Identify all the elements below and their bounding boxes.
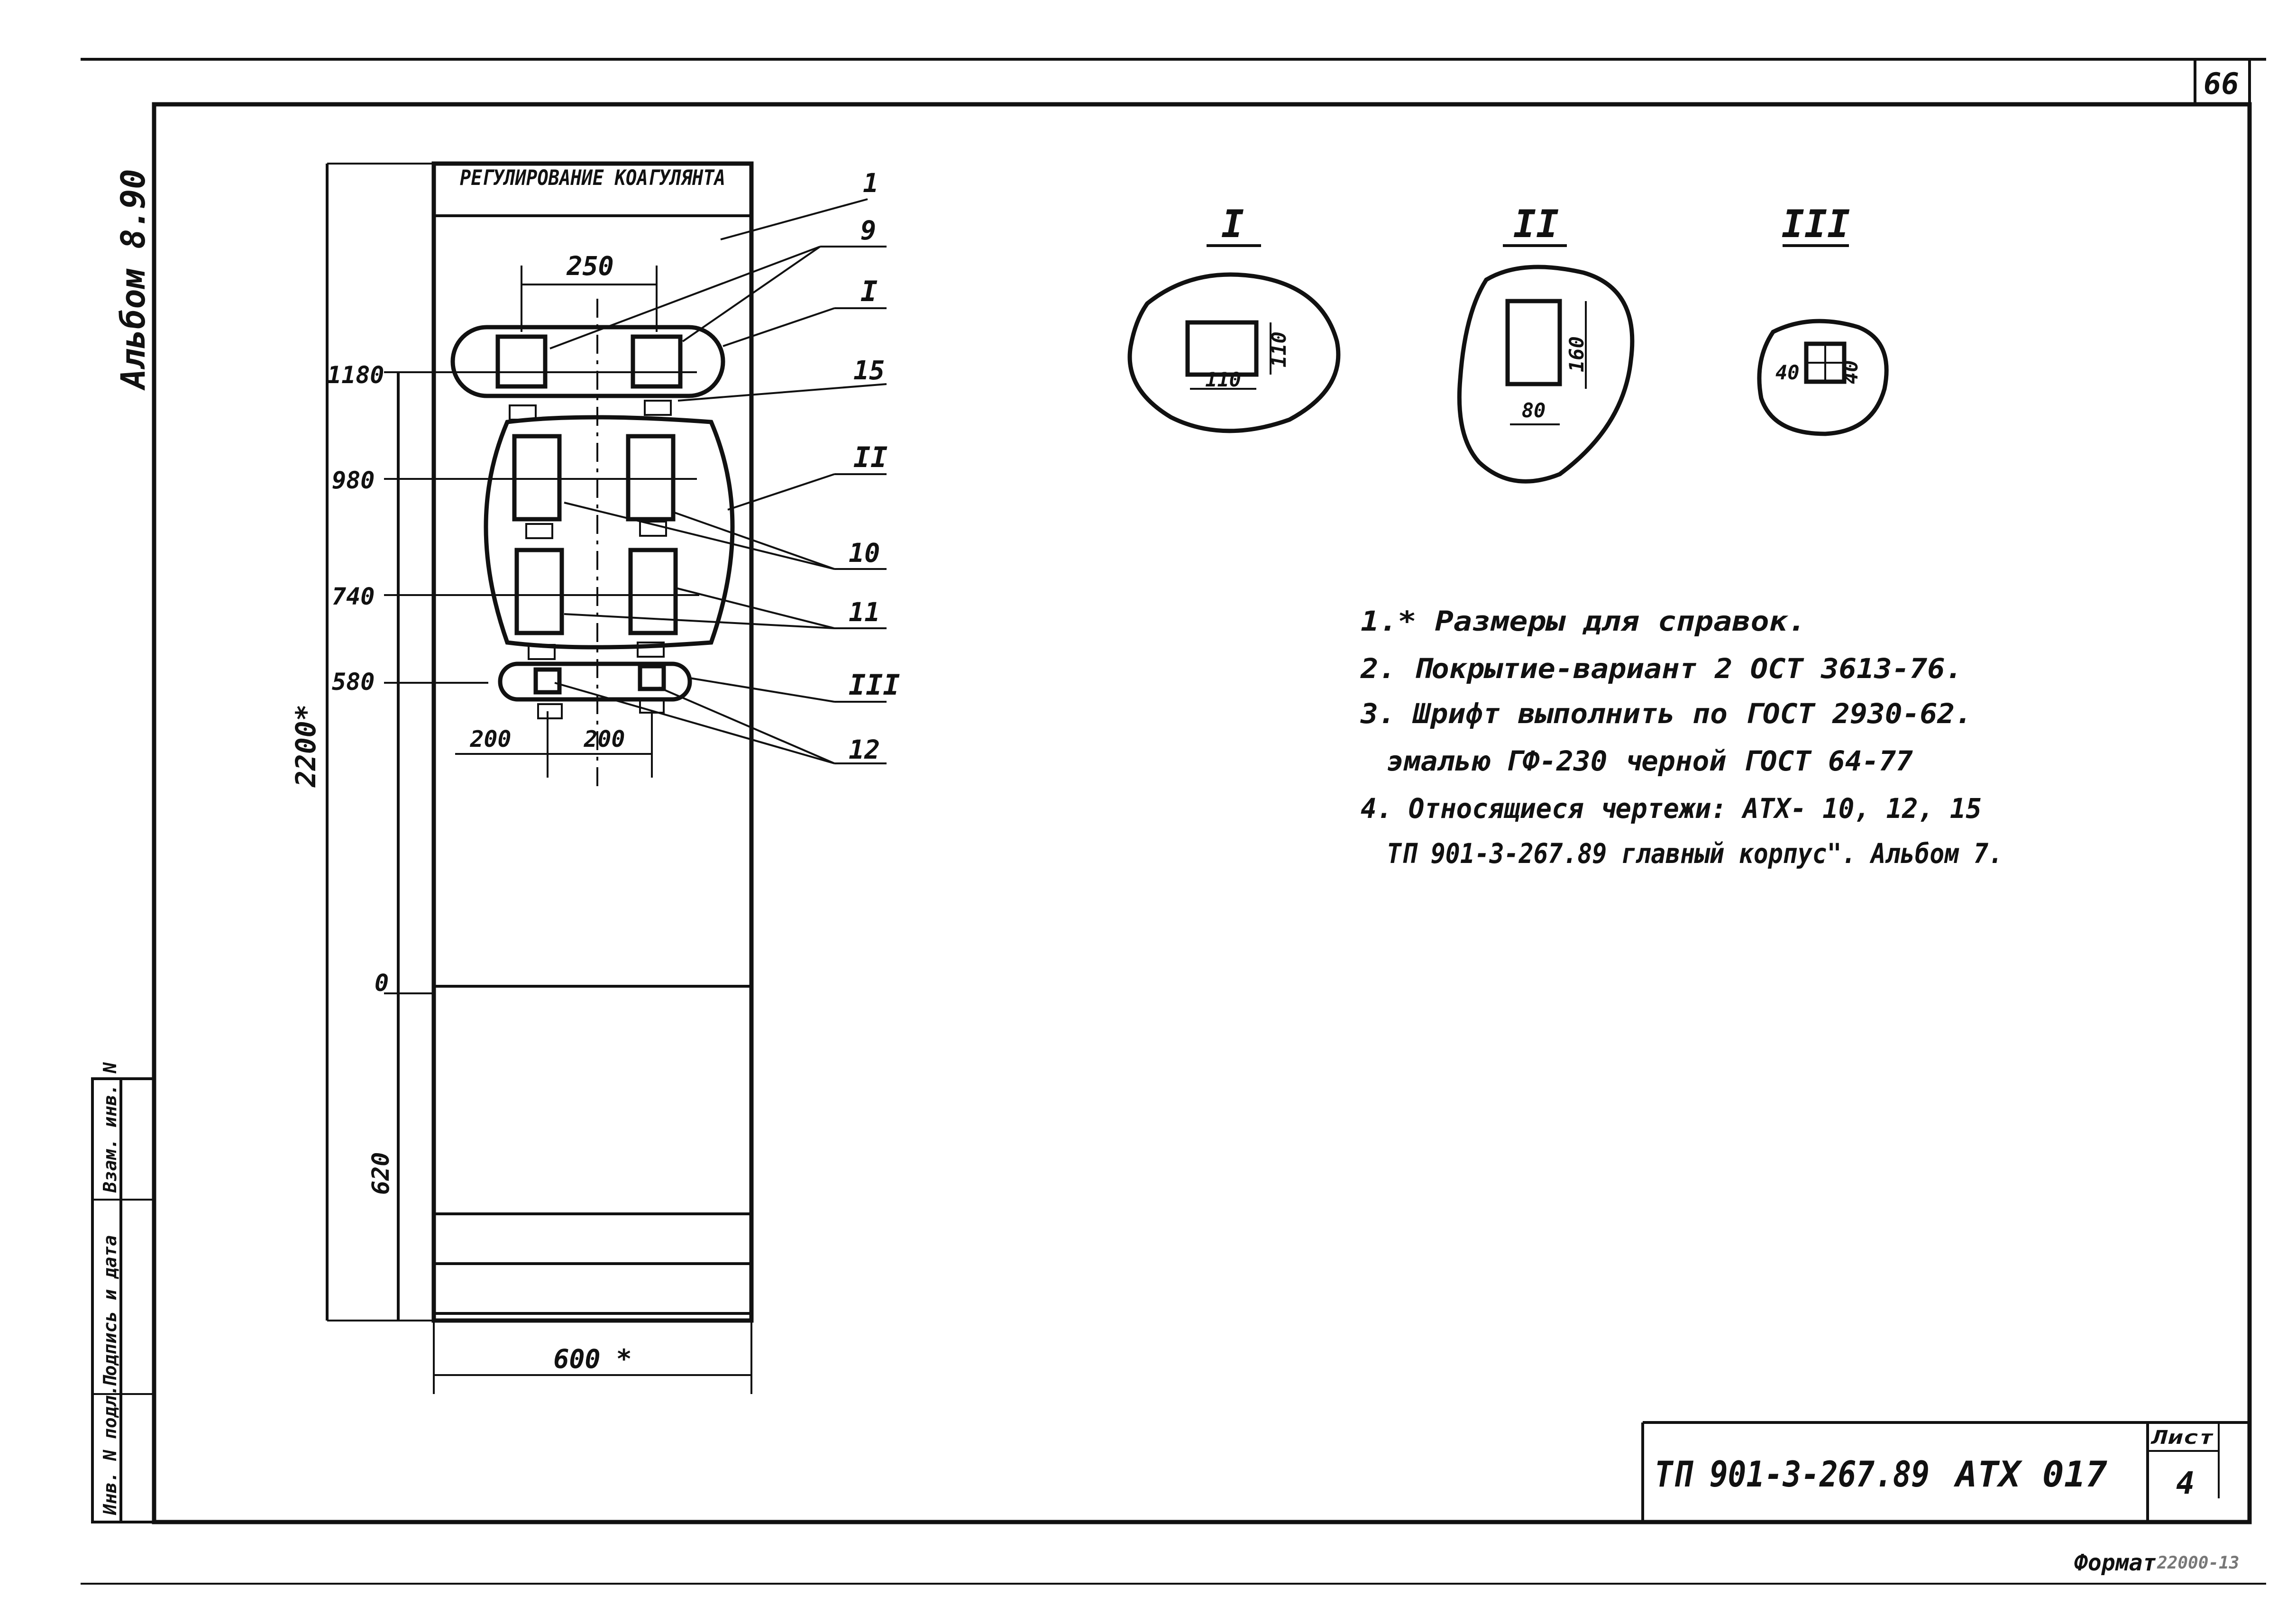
panel [431, 161, 754, 1323]
stamp-signature-label: Подпись и дата [100, 1235, 120, 1387]
dim-width-right: 200 [584, 726, 625, 752]
format-value: 22000-13 [2157, 1553, 2239, 1573]
frame-group-580 [498, 661, 692, 719]
note-3-continued: эмалью ГФ-230 черной ГОСТ 64-77 [1387, 745, 1913, 777]
note-4-continued: ТП 901-3-267.89 главный корпус". Альбом … [1387, 837, 2003, 870]
dim-panel-width: 600 * [553, 1344, 632, 1374]
detail-III-width: 40 [1775, 361, 1800, 384]
detail-III-label: III [1782, 202, 1850, 246]
callout-11: 11 [849, 597, 880, 627]
note-3: 3. Шрифт выполнить по ГОСТ 2930-62. [1360, 697, 1972, 730]
format-label: Формат [2074, 1550, 2156, 1576]
note-4: 4. Относящиеся чертежи: АТХ- 10, 12, 15 [1361, 792, 1982, 825]
detail-I: I [1127, 202, 1341, 433]
dim-level-980: 980 [332, 467, 375, 494]
dim-width-left: 200 [470, 726, 512, 752]
dim-level-740: 740 [332, 583, 375, 610]
detail-II: II [1457, 202, 1635, 484]
side-stamp [91, 1077, 156, 1523]
title-sheet-label: Лист [2150, 1427, 2214, 1449]
detail-I-width: 110 [1205, 368, 1241, 391]
dimension-lines [326, 163, 752, 1394]
dim-bottom-height: 620 [367, 1152, 394, 1195]
dim-total-height: 2200* [290, 704, 322, 788]
stamp-inv-label: Инв. N подл. [100, 1385, 120, 1515]
title-sheet-value: 4 [2176, 1466, 2195, 1501]
panel-label-line1: РЕГУЛИРОВАНИЕ КОАГУЛЯНТА [460, 166, 725, 190]
callout-9: 9 [860, 215, 876, 246]
title-block [1641, 1421, 2250, 1522]
detail-II-height: 160 [1565, 336, 1588, 372]
leader-lines [549, 198, 887, 764]
album-side-label: Альбом 8.90 [114, 169, 153, 391]
callout-1: 1 [863, 168, 878, 198]
dim-level-0: 0 [375, 969, 389, 997]
detail-I-label: I [1221, 202, 1244, 246]
detail-III-height: 40 [1839, 360, 1862, 384]
title-designation: ТП 901-3-267.89 [1655, 1453, 1930, 1495]
sheet-frame [81, 58, 2266, 1585]
dim-level-1180: 1180 [327, 361, 384, 389]
detail-II-width: 80 [1522, 399, 1546, 422]
detail-II-label: II [1513, 202, 1559, 246]
sheet-number-top: 66 [2204, 66, 2239, 101]
detail-I-height: 110 [1267, 331, 1290, 367]
title-code: АТХ 017 [1953, 1453, 2107, 1495]
callout-I: I [860, 275, 878, 308]
detail-III: III [1757, 202, 1889, 436]
callout-15: 15 [853, 355, 885, 385]
callout-12: 12 [849, 734, 880, 765]
note-1: 1.* Размеры для справок. [1361, 605, 1806, 637]
callout-II: II [853, 441, 887, 474]
dim-top-width: 250 [566, 251, 613, 281]
note-2: 2. Покрытие-вариант 2 ОСТ 3613-76. [1360, 652, 1963, 685]
frame-group-980-740 [484, 415, 735, 660]
callout-III: III [849, 669, 900, 702]
dim-level-580: 580 [332, 668, 375, 696]
stamp-replace-label: Взам. инв. N [100, 1062, 120, 1193]
callout-10: 10 [849, 538, 880, 568]
notes: 1.* Размеры для справок. 2. Покрытие-вар… [1360, 605, 2003, 870]
